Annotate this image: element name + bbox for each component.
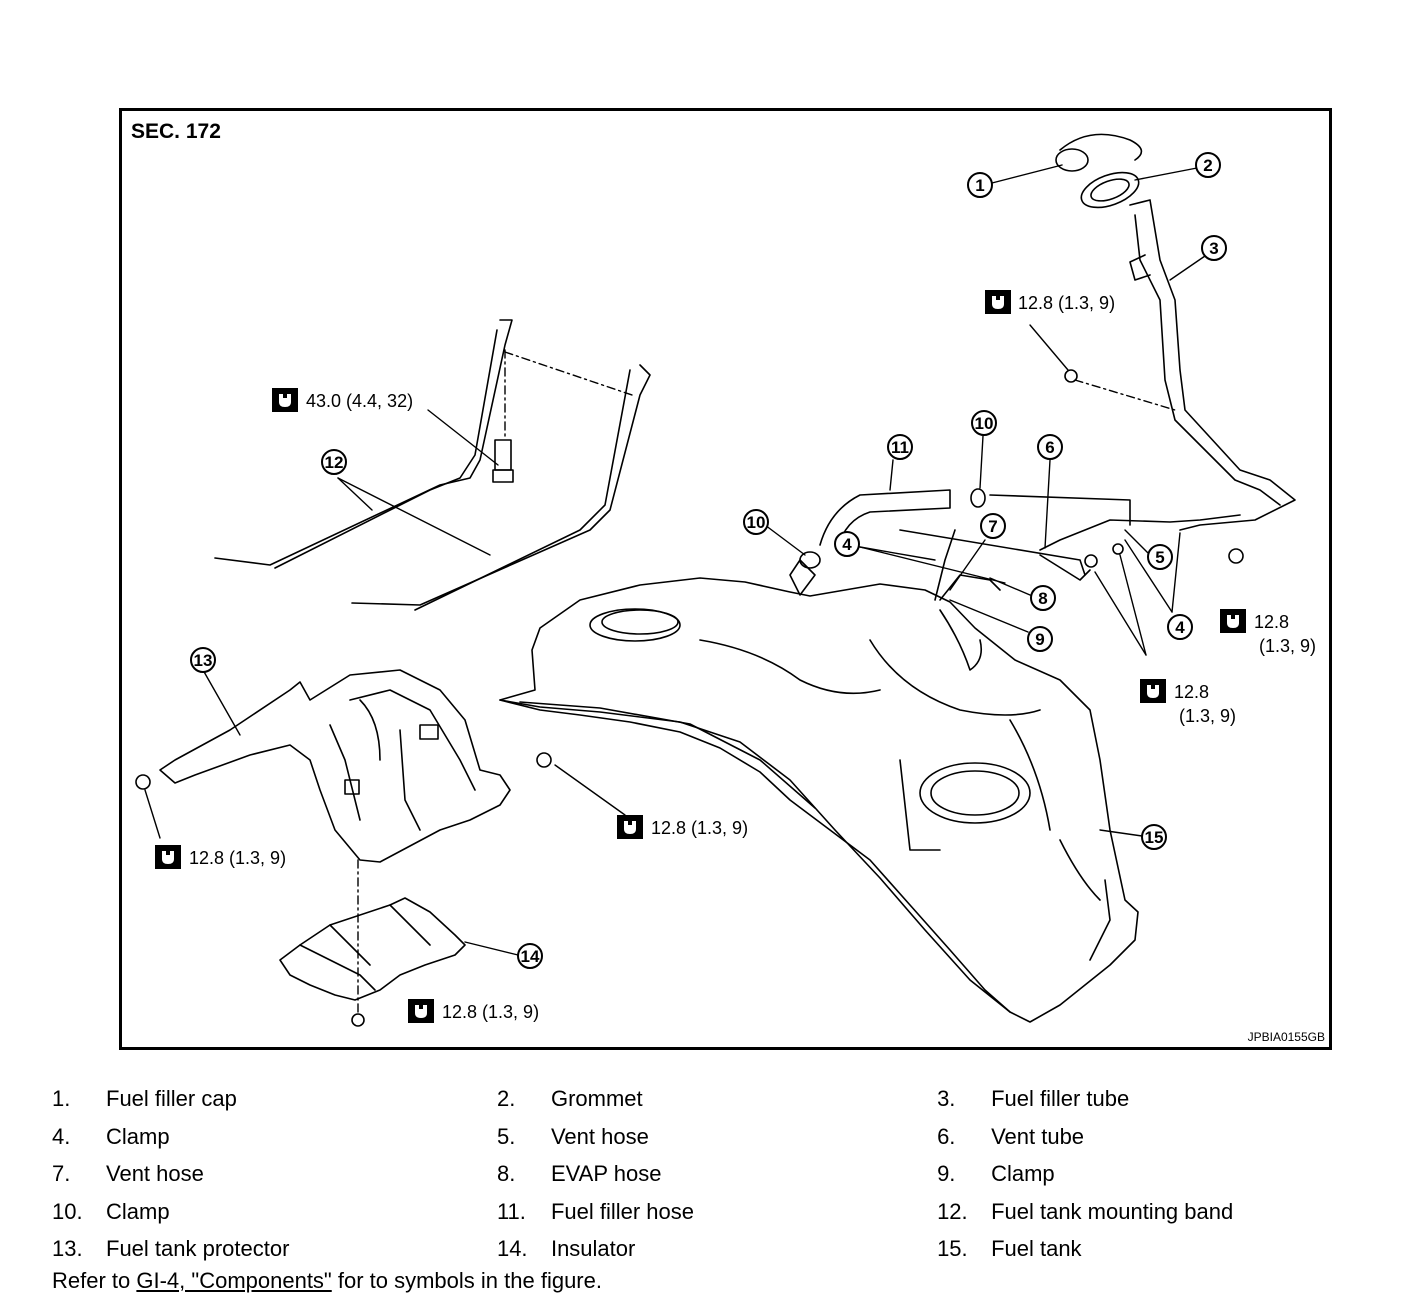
- svg-text:10: 10: [975, 414, 994, 433]
- callout-8: 8: [1030, 585, 1056, 611]
- svg-text:6: 6: [1045, 438, 1054, 457]
- callout-10b: 10: [743, 509, 769, 535]
- legend-item: 6.Vent tube: [937, 1123, 1085, 1149]
- vent-lines-drawing: [899, 494, 1241, 601]
- svg-text:9: 9: [1035, 630, 1044, 649]
- filler-tube-drawing: [1055, 133, 1296, 531]
- callout-circles: 1 2 3 4 4 5 6 7 8 9 10 10 11 12 13 14 15: [190, 152, 1227, 969]
- svg-text:10: 10: [747, 513, 766, 532]
- callout-11: 11: [887, 434, 913, 460]
- svg-text:12: 12: [325, 453, 344, 472]
- callout-13: 13: [190, 647, 216, 673]
- callout-9: 9: [1027, 626, 1053, 652]
- parts-legend: 1.Fuel filler cap 2.Grommet 3.Fuel fille…: [52, 1080, 1382, 1268]
- callout-6: 6: [1037, 434, 1063, 460]
- torque-label: (1.3, 9): [1259, 636, 1316, 656]
- mounting-bands-drawing: [214, 319, 651, 611]
- callout-4b: 4: [1167, 614, 1193, 640]
- svg-text:4: 4: [1175, 618, 1185, 637]
- callout-2: 2: [1195, 152, 1221, 178]
- svg-text:1: 1: [975, 176, 984, 195]
- legend-item: 9.Clamp: [937, 1161, 1055, 1186]
- legend-item: 12.Fuel tank mounting band: [937, 1198, 1234, 1224]
- wrench-icon: [408, 999, 434, 1023]
- callout-4a: 4: [834, 531, 860, 557]
- figure-frame: [119, 108, 1332, 1050]
- callout-14: 14: [517, 943, 543, 969]
- insulator-drawing: [279, 897, 466, 1001]
- wrench-icon: [617, 815, 643, 839]
- torque-label: 12.8 (1.3, 9): [442, 1002, 539, 1022]
- nut-icon: [135, 774, 151, 790]
- legend-row: 10.Clamp 11.Fuel filler hose 12.Fuel tan…: [52, 1193, 1382, 1231]
- legend-item: 7.Vent hose: [52, 1161, 204, 1186]
- fuel-tank-drawing: [499, 577, 1139, 1023]
- wrench-icon: [1140, 679, 1166, 703]
- torque-label: 12.8 (1.3, 9): [1018, 293, 1115, 313]
- wrench-icon: [155, 845, 181, 869]
- legend-item: 5.Vent hose: [496, 1123, 649, 1149]
- svg-text:13: 13: [194, 651, 213, 670]
- svg-text:3: 3: [1209, 239, 1218, 258]
- torque-label: 12.8: [1254, 612, 1289, 632]
- svg-text:11: 11: [891, 438, 909, 457]
- legend-item: 14.Insulator: [496, 1236, 636, 1261]
- callout-3: 3: [1201, 235, 1227, 261]
- wrench-icon: [1220, 609, 1246, 633]
- torque-label: 43.0 (4.4, 32): [306, 391, 413, 411]
- legend-item: 15.Fuel tank: [937, 1236, 1082, 1261]
- svg-text:8: 8: [1038, 589, 1047, 608]
- callout-1: 1: [967, 172, 993, 198]
- legend-item: 1.Fuel filler cap: [52, 1086, 237, 1111]
- torque-labels: 12.8 (1.3, 9) 43.0 (4.4, 32) 12.8 (1.3, …: [155, 290, 1316, 1023]
- filler-hose-drawing: [789, 488, 986, 596]
- torque-label: (1.3, 9): [1179, 706, 1236, 726]
- svg-text:7: 7: [988, 517, 997, 536]
- wrench-icon: [272, 388, 298, 412]
- legend-item: 8.EVAP hose: [496, 1161, 662, 1186]
- legend-row: 1.Fuel filler cap 2.Grommet 3.Fuel fille…: [52, 1080, 1382, 1118]
- legend-item: 4.Clamp: [52, 1123, 170, 1149]
- svg-text:4: 4: [842, 535, 852, 554]
- fuel-system-diagram: SEC. 172 JPBIA0155GB: [119, 108, 1332, 1050]
- legend-item: 10.Clamp: [52, 1198, 170, 1224]
- leader-lines: [144, 164, 1206, 1016]
- figure-code: JPBIA0155GB: [1248, 1030, 1325, 1044]
- reference-note: Refer to GI-4, "Components" for to symbo…: [52, 1268, 602, 1294]
- callout-5: 5: [1147, 544, 1173, 570]
- legend-item: 13.Fuel tank protector: [52, 1236, 290, 1261]
- legend-item: 2.Grommet: [496, 1086, 643, 1111]
- reference-suffix: for to symbols in the figure.: [331, 1268, 602, 1293]
- wrench-icon: [985, 290, 1011, 314]
- callout-10a: 10: [971, 410, 997, 436]
- svg-text:15: 15: [1145, 828, 1164, 847]
- callout-15: 15: [1141, 824, 1167, 850]
- legend-item: 11.Fuel filler hose: [496, 1198, 695, 1224]
- torque-label: 12.8: [1174, 682, 1209, 702]
- fuel-tank-protector-drawing: [159, 669, 511, 863]
- svg-text:2: 2: [1203, 156, 1212, 175]
- section-label: SEC. 172: [131, 120, 221, 143]
- components-link[interactable]: GI-4, "Components": [136, 1268, 332, 1293]
- reference-prefix: Refer to: [52, 1268, 137, 1293]
- callout-7: 7: [980, 513, 1006, 539]
- legend-item: 3.Fuel filler tube: [937, 1086, 1130, 1111]
- callout-12: 12: [321, 449, 347, 475]
- legend-row: 13.Fuel tank protector 14.Insulator 15.F…: [52, 1230, 1382, 1268]
- torque-label: 12.8 (1.3, 9): [651, 818, 748, 838]
- svg-text:5: 5: [1155, 548, 1164, 567]
- legend-row: 7.Vent hose 8.EVAP hose 9.Clamp: [52, 1155, 1382, 1193]
- legend-row: 4.Clamp 5.Vent hose 6.Vent tube: [52, 1118, 1382, 1156]
- torque-label: 12.8 (1.3, 9): [189, 848, 286, 868]
- svg-text:14: 14: [521, 947, 540, 966]
